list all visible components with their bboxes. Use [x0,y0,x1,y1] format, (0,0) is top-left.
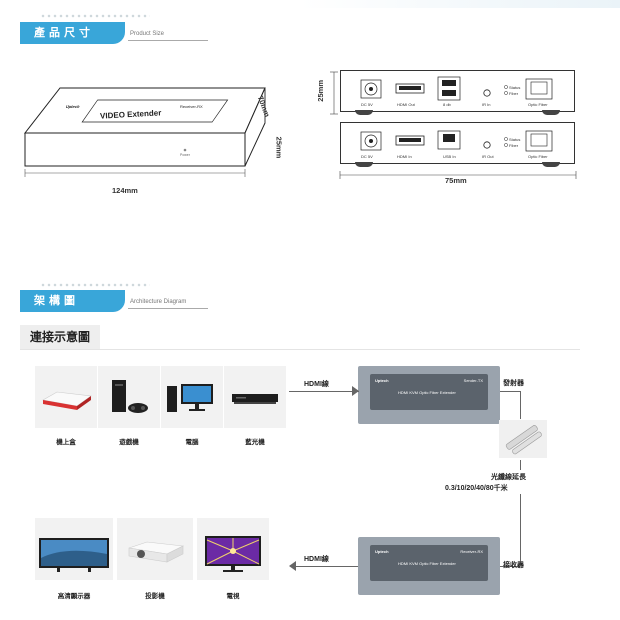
transmitter-faceplate: Uptech Sender-TX HDMI KVM Optic Fiber Ex… [370,374,488,410]
dim-height: 25mm [274,136,284,159]
panel-port-label: HDMI Out [397,102,415,107]
display-card-tv [197,518,269,580]
size-section-title: 產品尺寸 [20,22,125,44]
panel-foot [355,110,373,115]
panel-port-label: HDMI In [397,154,412,159]
device-brand: Uptech [65,104,81,109]
fiber-extension-label: 光纖線延長 [491,474,526,481]
panel-port-label: Fiber [509,143,519,148]
banner-dots [40,283,150,287]
panel-foot [355,162,373,167]
dim-panel-width: 75mm [445,176,467,185]
panel-port-label: Optic Fiber [528,154,548,159]
source-label: 機上盒 [56,439,76,446]
display-label: 高清顯示器 [57,593,91,600]
hdmi-out-cable [296,566,358,567]
receiver-model: Receiver-RX [460,549,483,554]
hdmi-out-label: HDMI線 [304,556,329,563]
transmitter-brand: Uptech [375,378,389,383]
arch-section-title: 架構圖 [20,290,125,312]
panel-port-label: Status [509,137,521,142]
transmitter-desc: HDMI KVM Optic Fiber Extender [398,390,456,395]
transmitter-model: Sender-TX [463,378,483,383]
fiber-cable [520,391,521,419]
source-label: 電腦 [185,439,199,446]
hd-monitor-icon [39,538,109,572]
source-label: 遊戲機 [119,439,139,446]
arrow-right-icon [352,386,359,396]
hdmi-in-cable [289,391,359,392]
receiver-front-panel: DC 5V HDMI Out 8 db IR In Status Fiber O… [340,70,575,115]
device-model-tag: Receiver-RX [180,104,203,109]
panel-port-label: USB In [443,154,456,159]
arrow-left-icon [289,561,296,571]
panel-port-label: DC 5V [361,102,373,107]
set-top-box-icon [42,391,92,410]
source-card-computer [161,366,223,428]
source-label: 藍光機 [245,439,265,446]
banner-underline [128,308,208,309]
arch-section-subtitle: Architecture Diagram [130,299,187,305]
heading-rule [20,349,580,350]
banner-dots [40,14,150,18]
display-label: 投影機 [145,593,165,600]
panel-port-label: Status [509,85,521,90]
banner-underline [128,40,208,41]
panel-port-label: 8 db [443,102,451,107]
receiver-faceplate: Uptech Receiver-RX HDMI KVM Optic Fiber … [370,545,488,581]
fiber-lengths-label: 0.3/10/20/40/80千米 [445,485,508,492]
computer-icon [167,384,213,412]
connection-heading: 連接示意圖 [20,325,101,349]
panel-port-label: IR In [482,102,491,107]
fiber-cable [500,391,520,392]
panel-width-bracket [339,171,577,179]
display-card-projector [117,518,193,580]
source-card-set-top-box [35,366,97,428]
fiber-cable [500,566,520,567]
dim-width: 124mm [112,186,138,195]
source-card-bluray [224,366,286,428]
fiber-connector-icon [499,420,547,458]
display-card-hd-monitor [35,518,113,580]
device-isometric-drawing [23,87,266,177]
bluray-player-icon [232,394,278,404]
transmitter-front-panel: DC 5V HDMI In USB In IR Out Status Fiber… [340,122,575,167]
size-section-banner: 產品尺寸 Product Size [20,22,210,44]
fiber-cable [520,460,521,470]
fiber-cable [520,494,521,566]
source-card-game-console [98,366,160,428]
tv-icon [205,536,261,572]
display-label: 電視 [226,593,240,600]
panel-foot [542,162,560,167]
dim-panel-height: 25mm [316,80,325,102]
hdmi-in-label: HDMI線 [304,381,329,388]
transmitter-unit: Uptech Sender-TX HDMI KVM Optic Fiber Ex… [358,366,500,424]
receiver-desc: HDMI KVM Optic Fiber Extender [398,561,456,566]
game-console-icon [112,380,148,413]
device-power-led: Power [180,153,190,157]
transmitter-label: 發射器 [503,380,524,387]
receiver-label: 接收器 [503,562,524,569]
panel-port-label: DC 5V [361,154,373,159]
top-gradient-strip [300,0,620,8]
size-section-subtitle: Product Size [130,31,165,37]
panel-port-label: Fiber [509,91,519,96]
receiver-unit: Uptech Receiver-RX HDMI KVM Optic Fiber … [358,537,500,595]
projector-icon [128,541,185,563]
panel-foot [542,110,560,115]
panel-port-label: IR Out [482,154,494,159]
arch-section-banner: 架構圖 Architecture Diagram [20,290,210,312]
receiver-brand: Uptech [375,549,389,554]
panel-port-label: Optic Fiber [528,102,548,107]
panel-height-bracket [330,71,338,115]
